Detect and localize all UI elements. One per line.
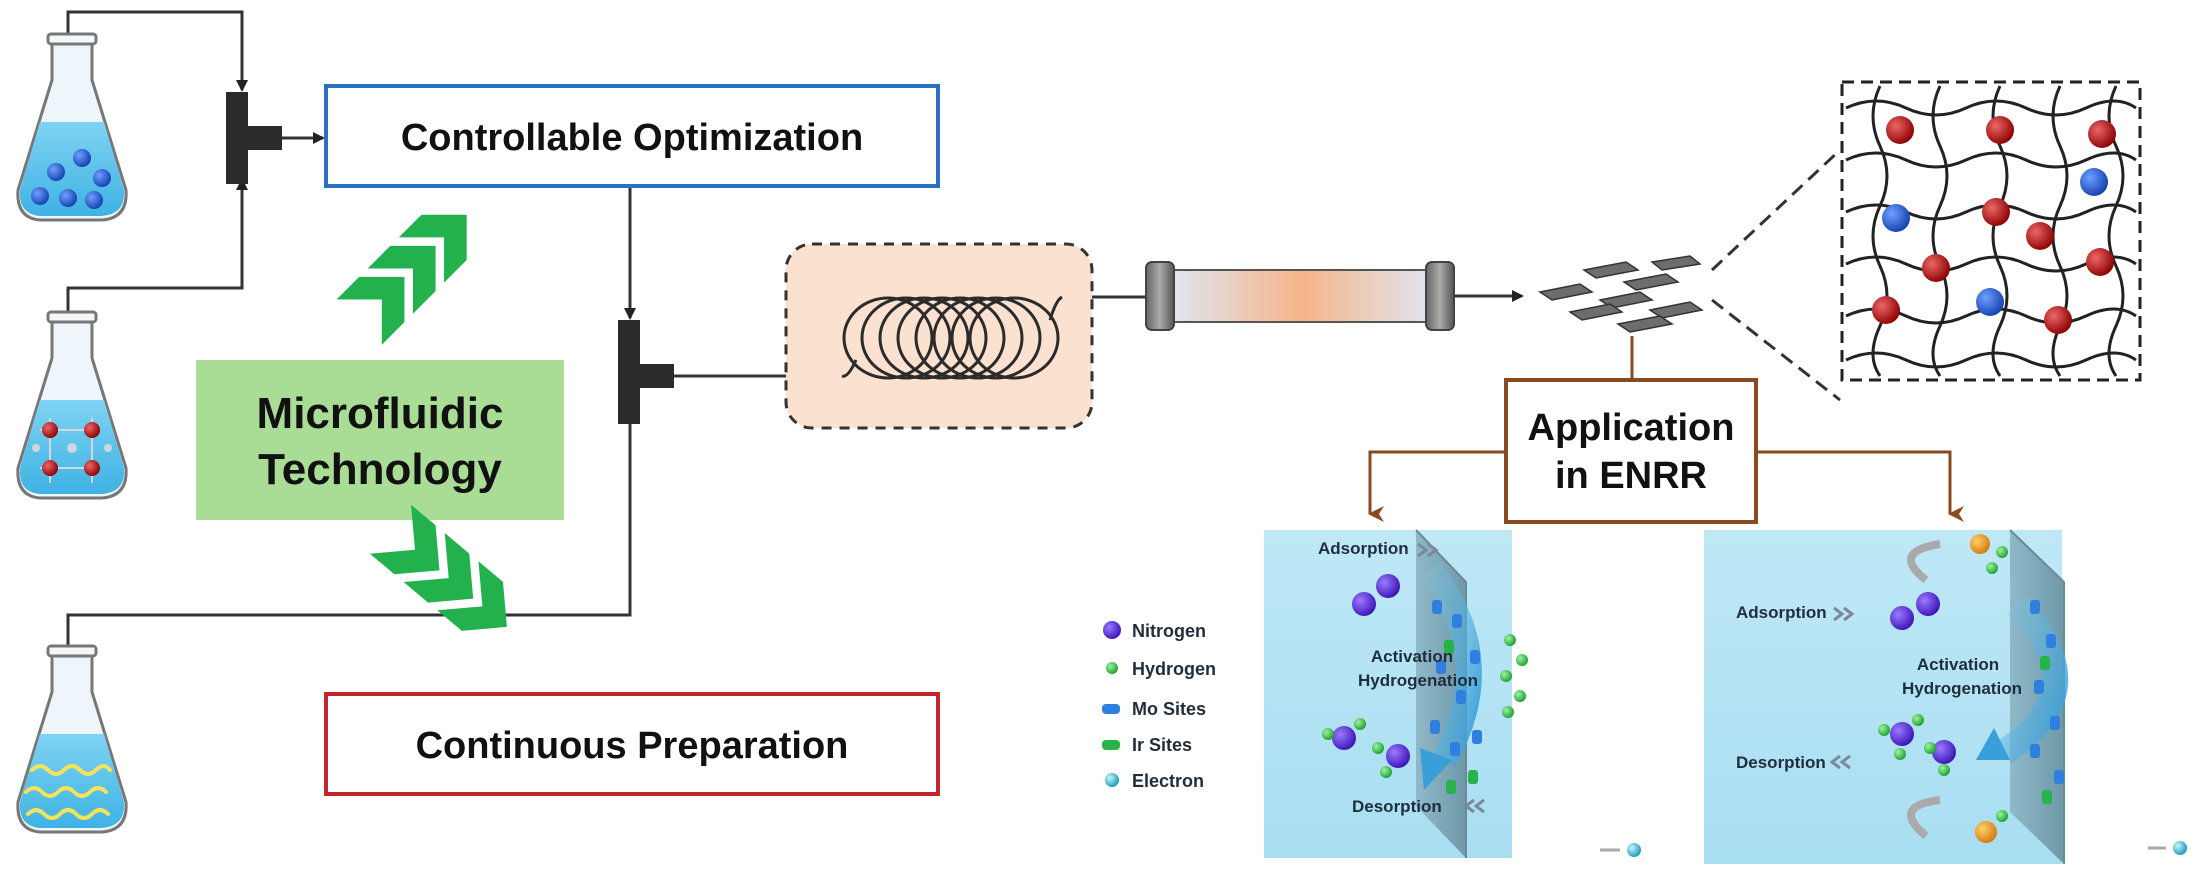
mechanism-panel-right: Adsorption Activation Hydrogenation Deso…: [1704, 529, 2187, 864]
flask-blue-particles: [16, 32, 128, 222]
left-hydrogenation-label: Hydrogenation: [1358, 671, 1478, 690]
left-desorption-label: Desorption: [1352, 797, 1442, 816]
flask-yellow-waves: [16, 644, 128, 834]
legend-item-electron: Electron: [1105, 771, 1204, 791]
left-activation-label: Activation: [1371, 647, 1453, 666]
coil-reactor: [784, 242, 1094, 430]
legend-item-mo-sites: Mo Sites: [1102, 699, 1206, 719]
right-adsorption-label: Adsorption: [1736, 603, 1827, 622]
right-activation-label: Activation: [1917, 655, 1999, 674]
application-label-line2: in ENRR: [1555, 455, 1707, 497]
legend-label-electron: Electron: [1132, 771, 1204, 791]
mechanism-panel-left: Adsorption Activation Hydrogenation Deso…: [1264, 529, 1641, 858]
flask-molecules: [16, 310, 128, 500]
application-box: Application in ENRR: [1504, 378, 1758, 524]
microfluidic-label-line2: Technology: [258, 445, 502, 494]
chevron-up-icon: [336, 214, 467, 345]
application-label-line1: Application: [1528, 407, 1735, 449]
coil-icon: [841, 295, 1063, 380]
chevron-down-icon: [369, 504, 507, 631]
microfluidic-technology-box: Microfluidic Technology: [196, 360, 564, 520]
legend-label-hydrogen: Hydrogen: [1132, 659, 1216, 679]
zoom-lines: [1710, 148, 1842, 402]
application-branches: [1368, 336, 1964, 522]
controllable-optimization-box: Controllable Optimization: [324, 84, 940, 188]
nanosheets: [1538, 255, 1704, 333]
controllable-optimization-label: Controllable Optimization: [401, 117, 863, 159]
continuous-preparation-label: Continuous Preparation: [416, 725, 849, 767]
legend-item-hydrogen: Hydrogen: [1106, 659, 1216, 679]
left-adsorption-label: Adsorption: [1318, 539, 1409, 558]
microfluidic-label-line1: Microfluidic: [257, 389, 504, 438]
tube-flask3: [66, 408, 636, 670]
tube-heater: [1145, 261, 1455, 331]
legend-label-mo-sites: Mo Sites: [1132, 699, 1206, 719]
continuous-preparation-box: Continuous Preparation: [324, 692, 940, 796]
tube-flask1: [66, 10, 248, 92]
legend-item-nitrogen: Nitrogen: [1103, 621, 1206, 641]
legend-item-ir-sites: Ir Sites: [1102, 735, 1192, 755]
t-mixer-1: [226, 92, 282, 184]
right-desorption-label: Desorption: [1736, 753, 1826, 772]
lattice-zoom: [1840, 80, 2142, 382]
legend: Nitrogen Hydrogen Mo Sites Ir Sites Elec…: [1102, 621, 1216, 791]
legend-label-nitrogen: Nitrogen: [1132, 621, 1206, 641]
legend-label-ir-sites: Ir Sites: [1132, 735, 1192, 755]
right-hydrogenation-label: Hydrogenation: [1902, 679, 2022, 698]
t-mixer-2: [618, 320, 674, 424]
